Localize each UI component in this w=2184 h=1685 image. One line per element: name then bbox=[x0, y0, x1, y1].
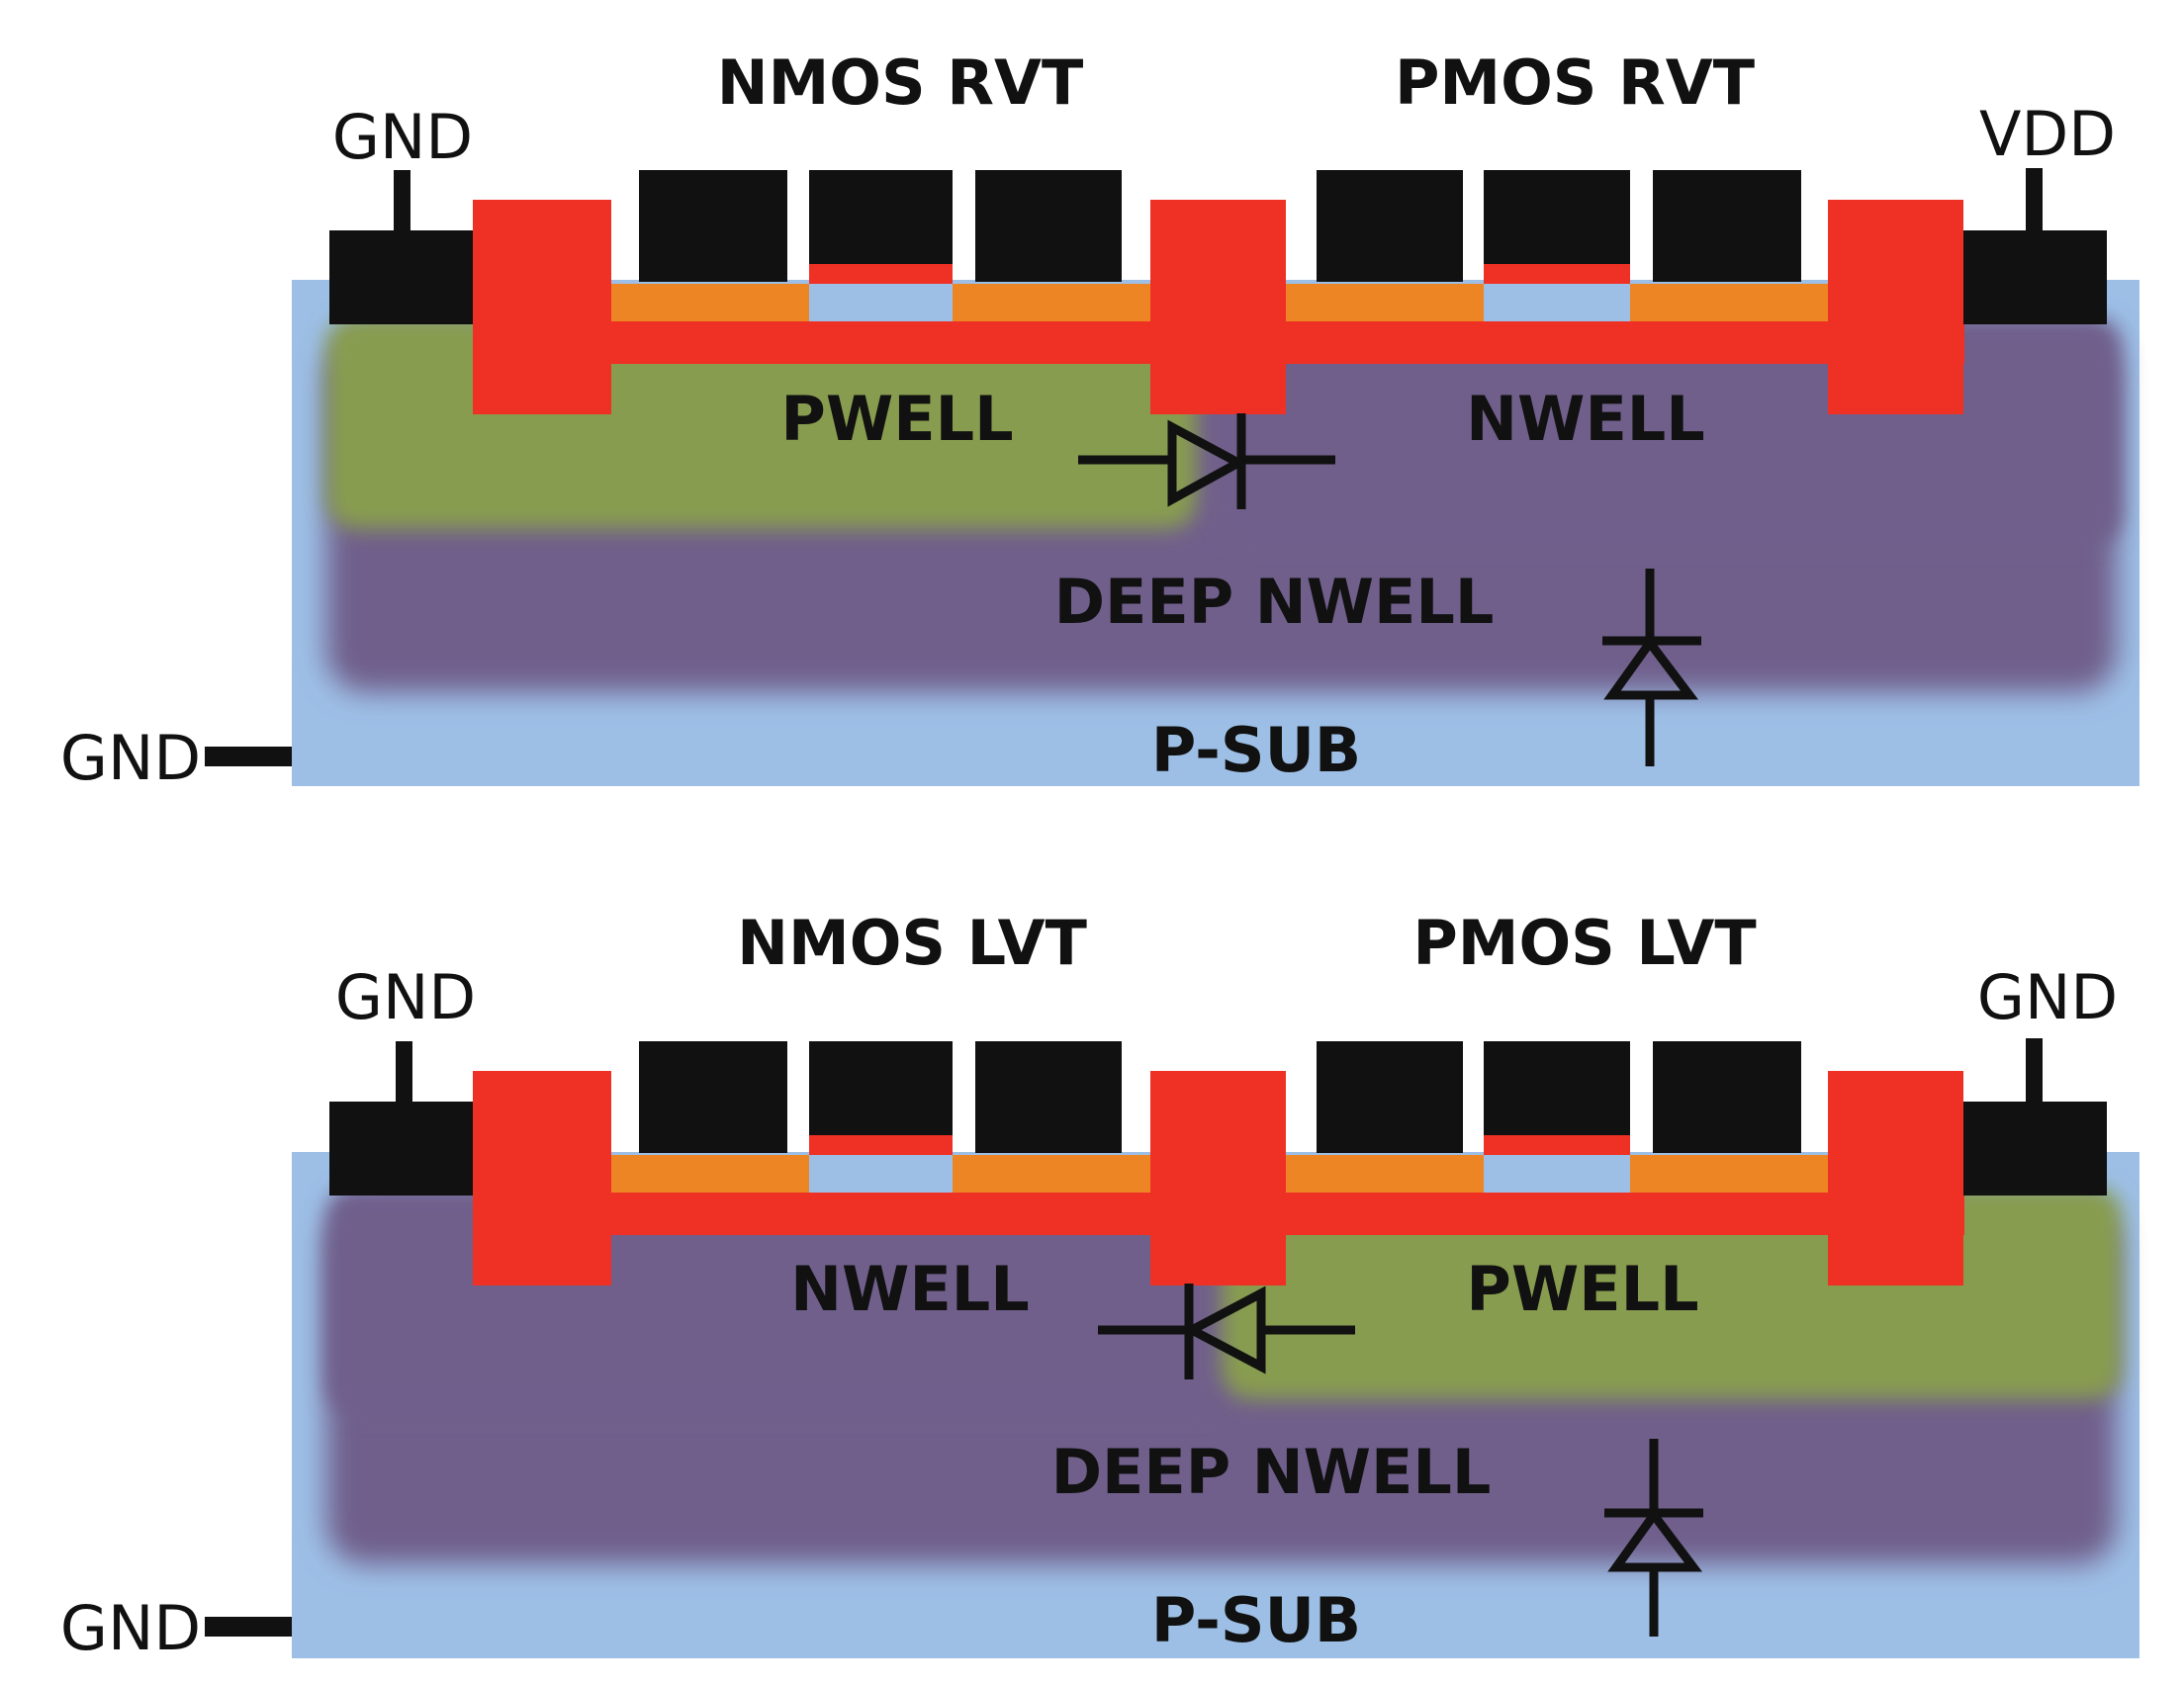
nmos-gate-oxide bbox=[809, 1135, 953, 1155]
nmos-drain-contact bbox=[975, 1041, 1122, 1153]
substrate-terminal-wire bbox=[205, 747, 292, 766]
right-terminal-label: GND bbox=[1977, 961, 2118, 1033]
nmos-title: NMOS RVT bbox=[717, 46, 1084, 119]
nmos-gate-oxide bbox=[809, 264, 953, 284]
substrate-terminal-wire bbox=[205, 1617, 292, 1637]
nmos-channel bbox=[809, 1155, 953, 1193]
right-terminal-label: VDD bbox=[1979, 98, 2116, 170]
right-terminal-wire bbox=[2026, 168, 2043, 231]
deep-nwell-label: DEEP NWELL bbox=[1051, 1436, 1492, 1508]
pmos-source bbox=[1286, 284, 1484, 321]
pmos-source-contact bbox=[1317, 1041, 1463, 1153]
nmos-drain-contact bbox=[975, 170, 1122, 282]
pmos-source bbox=[1286, 1155, 1484, 1193]
right-well-label: PWELL bbox=[1466, 1253, 1698, 1325]
nmos-gate-contact bbox=[809, 1041, 953, 1135]
substrate-terminal-label: GND bbox=[60, 1592, 201, 1664]
pmos-drain-contact bbox=[1653, 1041, 1801, 1153]
pmos-gate-contact bbox=[1484, 170, 1630, 264]
right-terminal-block bbox=[1963, 1102, 2107, 1196]
left-terminal-block bbox=[329, 230, 473, 324]
right-well-tap bbox=[1828, 1071, 1963, 1286]
pmos-drain-contact bbox=[1653, 170, 1801, 282]
well-junction-diode bbox=[1098, 1284, 1355, 1379]
pmos-title: PMOS RVT bbox=[1395, 46, 1755, 119]
left-well-label: PWELL bbox=[780, 383, 1013, 455]
left-terminal-wire bbox=[396, 1041, 412, 1103]
pmos-drain bbox=[1630, 284, 1828, 321]
middle-well-tap bbox=[1150, 1071, 1286, 1286]
nmos-drain bbox=[953, 284, 1150, 321]
deep-nwell-label: DEEP NWELL bbox=[1054, 566, 1495, 638]
left-terminal-label: GND bbox=[332, 101, 473, 173]
right-terminal-block bbox=[1963, 230, 2107, 324]
pmos-gate-contact bbox=[1484, 1041, 1630, 1135]
pmos-title: PMOS LVT bbox=[1412, 907, 1756, 979]
pmos-gate-oxide bbox=[1484, 264, 1630, 284]
nmos-source bbox=[611, 1155, 809, 1193]
nmos-source-contact bbox=[639, 1041, 787, 1153]
p-sub-label: P-SUB bbox=[1151, 1584, 1361, 1656]
left-well-label: NWELL bbox=[790, 1253, 1030, 1325]
nmos-source-contact bbox=[639, 170, 787, 282]
pmos-channel bbox=[1484, 284, 1630, 321]
pmos-channel bbox=[1484, 1155, 1630, 1193]
panel-bottom: NMOS LVT PMOS LVT GND GND GND NWELL PWEL… bbox=[60, 907, 2139, 1664]
nmos-channel bbox=[809, 284, 953, 321]
nmos-title: NMOS LVT bbox=[737, 907, 1087, 979]
well-junction-diode bbox=[1078, 413, 1335, 509]
left-terminal-label: GND bbox=[335, 961, 476, 1033]
left-terminal-wire bbox=[394, 170, 410, 231]
substrate-terminal-label: GND bbox=[60, 722, 201, 794]
nmos-drain bbox=[953, 1155, 1150, 1193]
pmos-source-contact bbox=[1317, 170, 1463, 282]
pmos-gate-oxide bbox=[1484, 1135, 1630, 1155]
left-well-tap bbox=[473, 1071, 611, 1286]
right-terminal-wire bbox=[2026, 1038, 2043, 1103]
right-well-label: NWELL bbox=[1466, 383, 1705, 455]
p-sub-label: P-SUB bbox=[1151, 714, 1361, 786]
substrate-junction-diode bbox=[1602, 569, 1701, 766]
pmos-drain bbox=[1630, 1155, 1828, 1193]
nmos-gate-contact bbox=[809, 170, 953, 264]
panel-top: NMOS RVT PMOS RVT GND VDD GND PWELL NWEL… bbox=[60, 46, 2139, 794]
middle-well-tap bbox=[1150, 200, 1286, 414]
nmos-source bbox=[611, 284, 809, 321]
substrate-junction-diode bbox=[1604, 1439, 1703, 1637]
left-terminal-block bbox=[329, 1102, 473, 1196]
left-well-tap bbox=[473, 200, 611, 414]
right-well-tap bbox=[1828, 200, 1963, 414]
